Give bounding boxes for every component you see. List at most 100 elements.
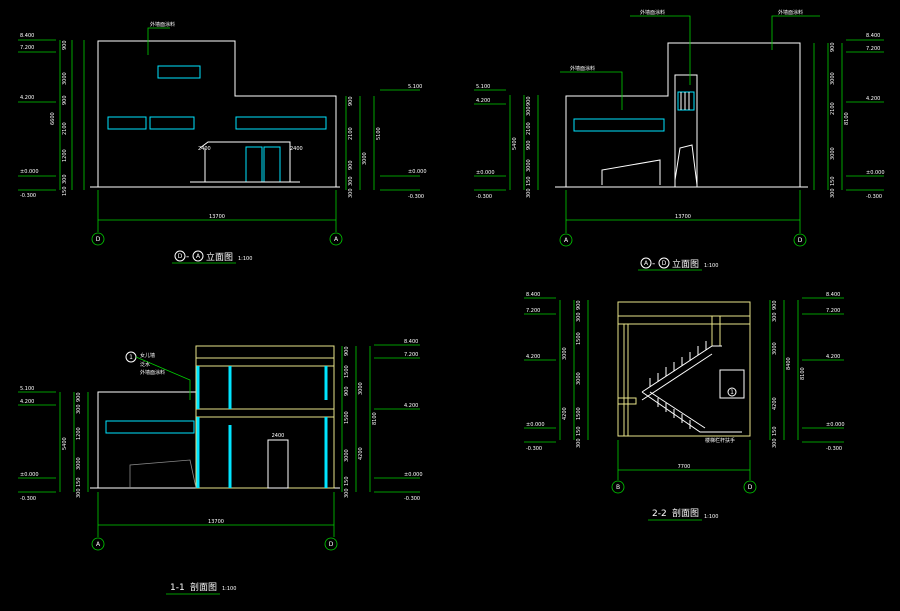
svg-text:300: 300: [576, 312, 582, 322]
svg-text:外墙面涂料: 外墙面涂料: [140, 369, 165, 376]
dimension-texts: 900 300 1500 3000 1500 150 300 3000 4200…: [562, 300, 806, 448]
axis-label: A: [334, 236, 339, 243]
svg-text:2-2: 2-2: [652, 509, 667, 519]
level-markers-right: 8.400 7.200 4.200 ±0.000 -0.300: [802, 292, 845, 452]
svg-text:-0.300: -0.300: [20, 496, 36, 502]
svg-text:900: 900: [830, 42, 836, 52]
svg-text:300: 300: [344, 488, 350, 498]
level-markers-left: 8.400 7.200 4.200 ±0.000 -0.300: [18, 33, 56, 199]
svg-text:±0.000: ±0.000: [408, 169, 427, 175]
level-markers-right: 8.400 7.200 4.200 ±0.000 -0.300: [846, 33, 885, 200]
stair-flight: [641, 345, 722, 393]
window: [105, 420, 195, 434]
svg-text:3000: 3000: [562, 347, 568, 360]
window: [235, 116, 327, 130]
svg-text:4200: 4200: [562, 407, 568, 420]
landing: [719, 369, 745, 399]
svg-text:6600: 6600: [50, 112, 56, 125]
svg-text:150: 150: [830, 176, 836, 186]
leader-line: [560, 71, 623, 110]
svg-text:4.200: 4.200: [866, 96, 880, 102]
total-dimension: 13700: [208, 519, 224, 525]
leader-line: [147, 27, 170, 55]
door: [267, 439, 289, 489]
svg-text:300: 300: [62, 174, 68, 184]
svg-text:2400: 2400: [290, 146, 303, 152]
view-title: D - A 立面图 1:100: [172, 250, 252, 264]
svg-text:3000: 3000: [62, 72, 68, 85]
svg-text:1200: 1200: [62, 149, 68, 162]
svg-text:150: 150: [526, 176, 532, 186]
floor-slab: [617, 315, 751, 325]
svg-text:2400: 2400: [272, 433, 285, 439]
stair-balusters: [649, 341, 707, 429]
svg-text:8.400: 8.400: [826, 292, 840, 298]
leader-line: [135, 356, 191, 400]
floor-slab: [617, 397, 637, 405]
window: [157, 65, 201, 79]
view-title: 1-1 剖面图 1:100: [166, 581, 236, 595]
svg-text:3000: 3000: [576, 372, 582, 385]
total-dimension: 13700: [209, 214, 225, 220]
total-dimension: 7700: [678, 464, 691, 470]
level-markers-right: 5.100 ±0.000 -0.300: [380, 84, 427, 200]
svg-text:1500: 1500: [344, 365, 350, 378]
section-2-2: 1 楼梯栏杆扶手 B D 7700 8.400 7.200 4.200 ±0.0…: [524, 292, 845, 521]
svg-text:300: 300: [772, 312, 778, 322]
axis-bubble: [793, 233, 807, 247]
svg-text:300: 300: [76, 404, 82, 414]
axis-label: D: [798, 237, 803, 244]
svg-text:900: 900: [772, 300, 778, 310]
floor-slab: [195, 408, 335, 418]
svg-text:300: 300: [348, 176, 354, 186]
svg-text:150: 150: [772, 426, 778, 436]
svg-text:8100: 8100: [372, 412, 378, 425]
svg-text:A: A: [644, 260, 649, 267]
canopy: [199, 141, 291, 182]
svg-text:300: 300: [76, 488, 82, 498]
svg-text:3000: 3000: [362, 152, 368, 165]
svg-text:4.200: 4.200: [476, 98, 490, 104]
svg-text:1:100: 1:100: [704, 263, 718, 269]
svg-text:3000: 3000: [526, 159, 532, 172]
svg-text:900: 900: [526, 140, 532, 150]
column: [711, 315, 721, 347]
stair-flight: [641, 353, 713, 401]
svg-text:300: 300: [576, 438, 582, 448]
section-frame: [617, 301, 751, 437]
window: [107, 116, 147, 130]
elevation-d-a: 外墙面涂料 D A 13700 8.400 7.200 4.200 ±0.000…: [18, 21, 427, 264]
svg-text:3000: 3000: [76, 457, 82, 470]
leader-line: [771, 15, 820, 50]
svg-text:2100: 2100: [348, 127, 354, 140]
svg-text:300: 300: [830, 188, 836, 198]
svg-text:3000: 3000: [772, 342, 778, 355]
svg-text:泛水: 泛水: [140, 361, 150, 368]
stair-flight: [641, 391, 742, 433]
svg-text:剖面图: 剖面图: [190, 581, 217, 593]
stair-tower: [674, 74, 698, 188]
svg-text:3000: 3000: [358, 382, 364, 395]
svg-text:1-1: 1-1: [170, 583, 185, 593]
svg-text:立面图: 立面图: [206, 251, 233, 263]
svg-text:900: 900: [526, 96, 532, 106]
axis-bubble: [91, 232, 105, 246]
svg-text:女儿墙: 女儿墙: [140, 352, 155, 359]
svg-text:4.200: 4.200: [826, 354, 840, 360]
svg-text:4.200: 4.200: [20, 95, 34, 101]
floor-slab: [195, 357, 335, 367]
svg-text:2100: 2100: [526, 122, 532, 135]
svg-text:150: 150: [76, 477, 82, 487]
svg-text:7.200: 7.200: [826, 308, 840, 314]
ramp: [601, 159, 661, 185]
column: [623, 323, 629, 437]
svg-text:2100: 2100: [830, 102, 836, 115]
svg-text:3000: 3000: [344, 449, 350, 462]
svg-text:8.400: 8.400: [526, 292, 540, 298]
svg-text:3000: 3000: [830, 147, 836, 160]
svg-text:900: 900: [76, 392, 82, 402]
elevation-d-a-outline: [97, 40, 337, 187]
svg-text:1: 1: [129, 354, 133, 361]
svg-text:1:100: 1:100: [238, 256, 252, 262]
